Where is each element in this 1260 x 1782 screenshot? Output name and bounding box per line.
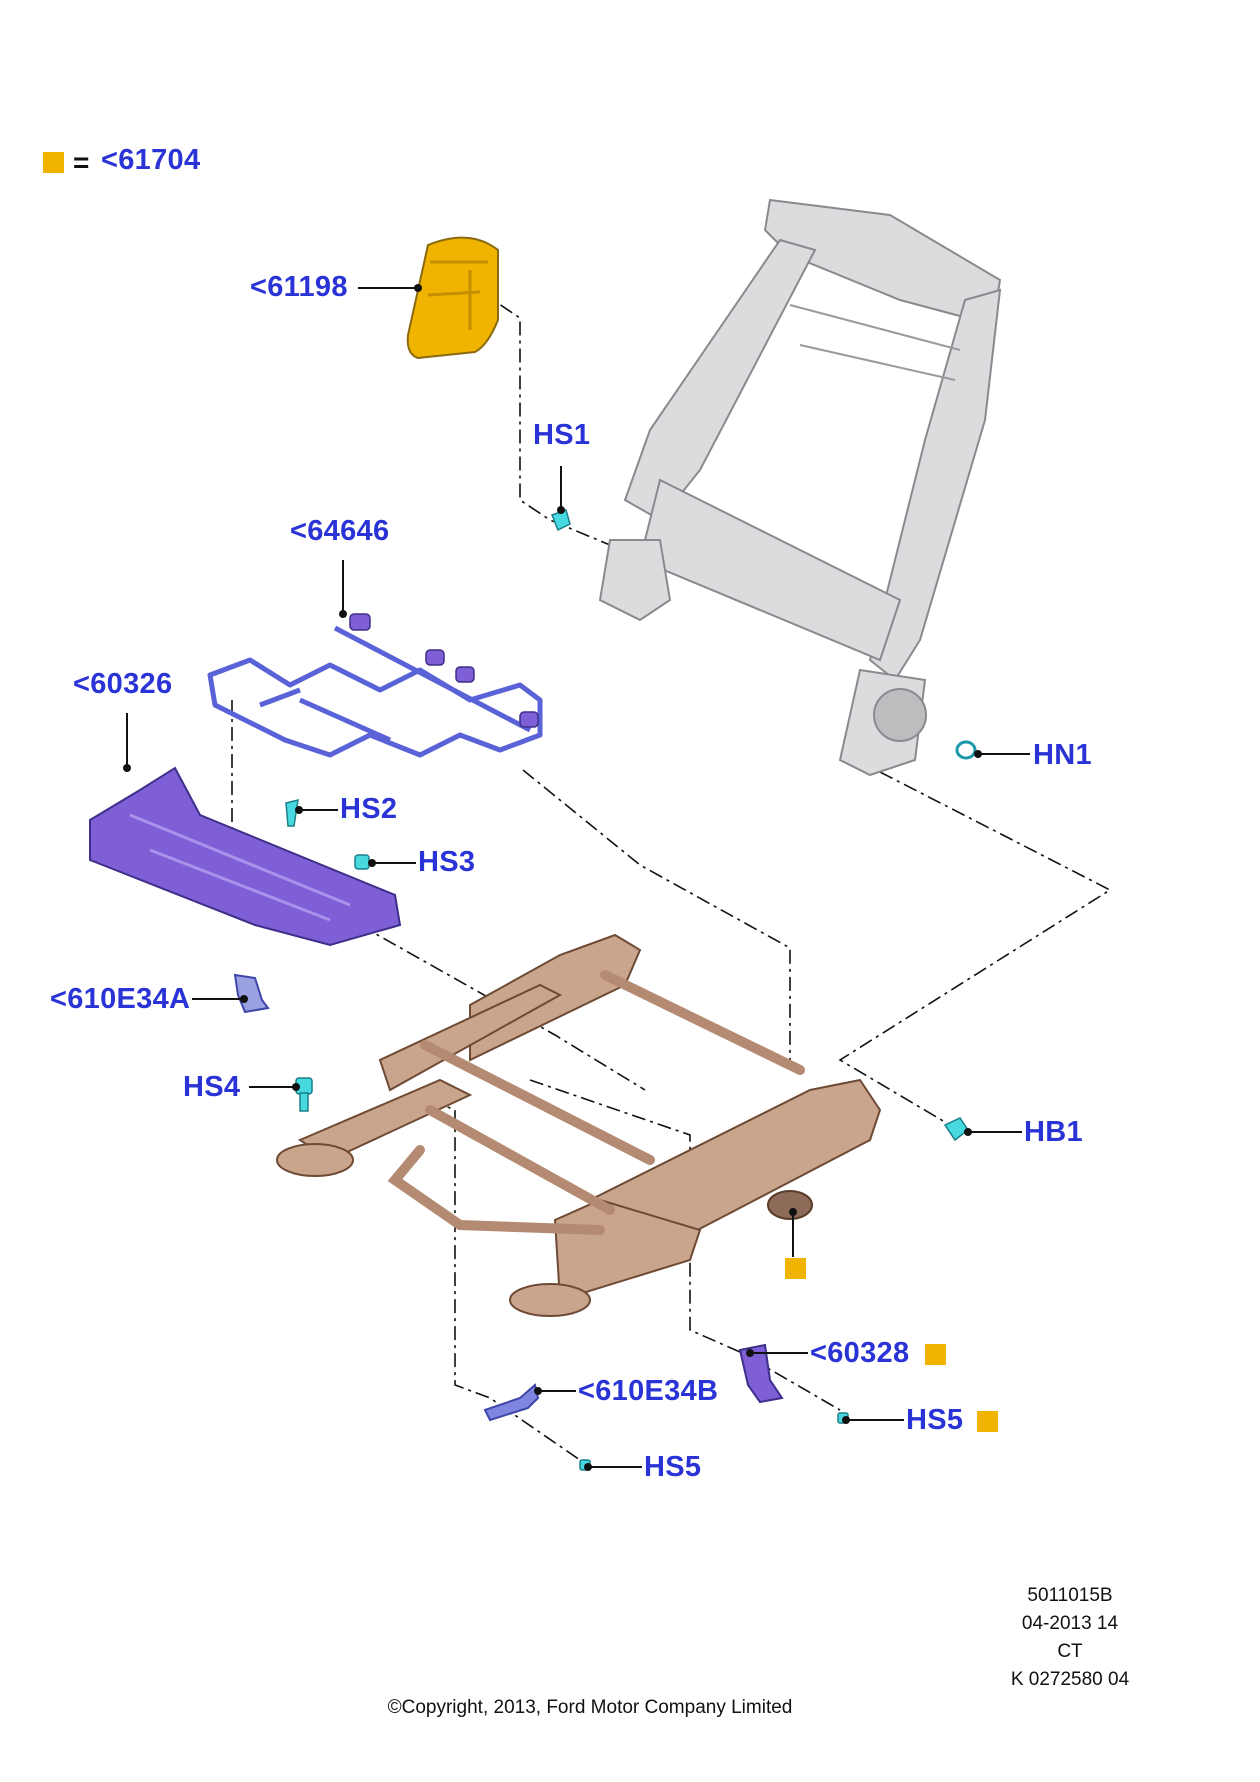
leader-610e34b xyxy=(538,1390,576,1392)
legend-marker-square xyxy=(43,152,64,173)
leader-hs2 xyxy=(298,809,338,811)
callout-hs4[interactable]: HS4 xyxy=(183,1071,241,1103)
leader-dot-60328 xyxy=(746,1349,754,1357)
footer-date: 04-2013 14 xyxy=(1021,1613,1119,1634)
leader-dot-hb1 xyxy=(964,1128,972,1136)
track-legend-marker xyxy=(785,1258,806,1279)
legend-ref-61704[interactable]: <61704 xyxy=(101,144,201,176)
leader-hs5-bottom xyxy=(588,1466,642,1468)
callout-hs5-bottom[interactable]: HS5 xyxy=(644,1451,702,1483)
leader-hs1 xyxy=(560,466,562,510)
callout-60326[interactable]: <60326 xyxy=(73,668,173,700)
footer-ref: K 0272580 04 xyxy=(1010,1669,1130,1690)
seat-track-tubes xyxy=(387,970,805,1235)
leader-60328 xyxy=(750,1352,808,1354)
leader-dot-610e34a xyxy=(240,995,248,1003)
leader-64646 xyxy=(342,560,344,614)
callout-hs5-right[interactable]: HS5 xyxy=(906,1404,964,1436)
callout-610e34a[interactable]: <610E34A xyxy=(50,983,191,1015)
bracket-610e34a-shape xyxy=(233,973,270,1014)
leader-dot-hn1 xyxy=(974,750,982,758)
leader-61198 xyxy=(358,287,418,289)
hn1-ring xyxy=(955,740,977,760)
callout-hn1[interactable]: HN1 xyxy=(1033,739,1092,771)
leader-dot-60326 xyxy=(123,764,131,772)
leader-track-marker xyxy=(792,1212,794,1257)
leader-hb1 xyxy=(968,1131,1022,1133)
pad-61198-shape xyxy=(406,236,499,360)
leader-dot-hs3 xyxy=(368,859,376,867)
callout-61198[interactable]: <61198 xyxy=(250,271,348,303)
seat-track-frame-shape xyxy=(276,933,882,1317)
marker-hs5-right xyxy=(977,1411,998,1432)
callout-60328[interactable]: <60328 xyxy=(810,1337,910,1369)
footer-copyright: ©Copyright, 2013, Ford Motor Company Lim… xyxy=(387,1697,793,1718)
callout-610e34b[interactable]: <610E34B xyxy=(578,1375,719,1407)
leader-610e34a xyxy=(192,998,242,1000)
leader-dot-610e34b xyxy=(534,1387,542,1395)
mat-64646-clips xyxy=(349,613,539,728)
marker-60328 xyxy=(925,1344,946,1365)
leader-dot-hs4 xyxy=(292,1083,300,1091)
fasteners xyxy=(285,509,970,1471)
leader-hs4 xyxy=(249,1086,295,1088)
assembly-lines xyxy=(231,289,1112,1461)
leader-dot-61198 xyxy=(414,284,422,292)
bracket-610e34b-shape xyxy=(483,1383,540,1422)
footer-code: 5011015B xyxy=(1027,1585,1113,1606)
leader-dot-hs2 xyxy=(295,806,303,814)
leader-dot-hs1 xyxy=(557,506,565,514)
leader-hn1 xyxy=(978,753,1030,755)
callout-hs2[interactable]: HS2 xyxy=(340,793,398,825)
leader-dot-track-marker xyxy=(789,1208,797,1216)
leader-dot-64646 xyxy=(339,610,347,618)
seat-back-frame-shape xyxy=(598,198,1002,777)
callout-hs3[interactable]: HS3 xyxy=(418,846,476,878)
leader-dot-hs5-bottom xyxy=(584,1463,592,1471)
bracket-60326-shape xyxy=(89,766,402,947)
bracket-60328-shape xyxy=(738,1343,784,1404)
callout-hb1[interactable]: HB1 xyxy=(1024,1116,1083,1148)
legend-equals: = xyxy=(73,147,90,178)
mat-64646-shape xyxy=(207,625,543,758)
leader-dot-hs5-right xyxy=(842,1416,850,1424)
leader-hs3 xyxy=(372,862,416,864)
callout-64646[interactable]: <64646 xyxy=(290,515,390,547)
callout-hs1[interactable]: HS1 xyxy=(533,419,591,451)
leader-hs5-right xyxy=(846,1419,904,1421)
leader-60326 xyxy=(126,713,128,768)
footer-region: CT xyxy=(1057,1641,1083,1662)
